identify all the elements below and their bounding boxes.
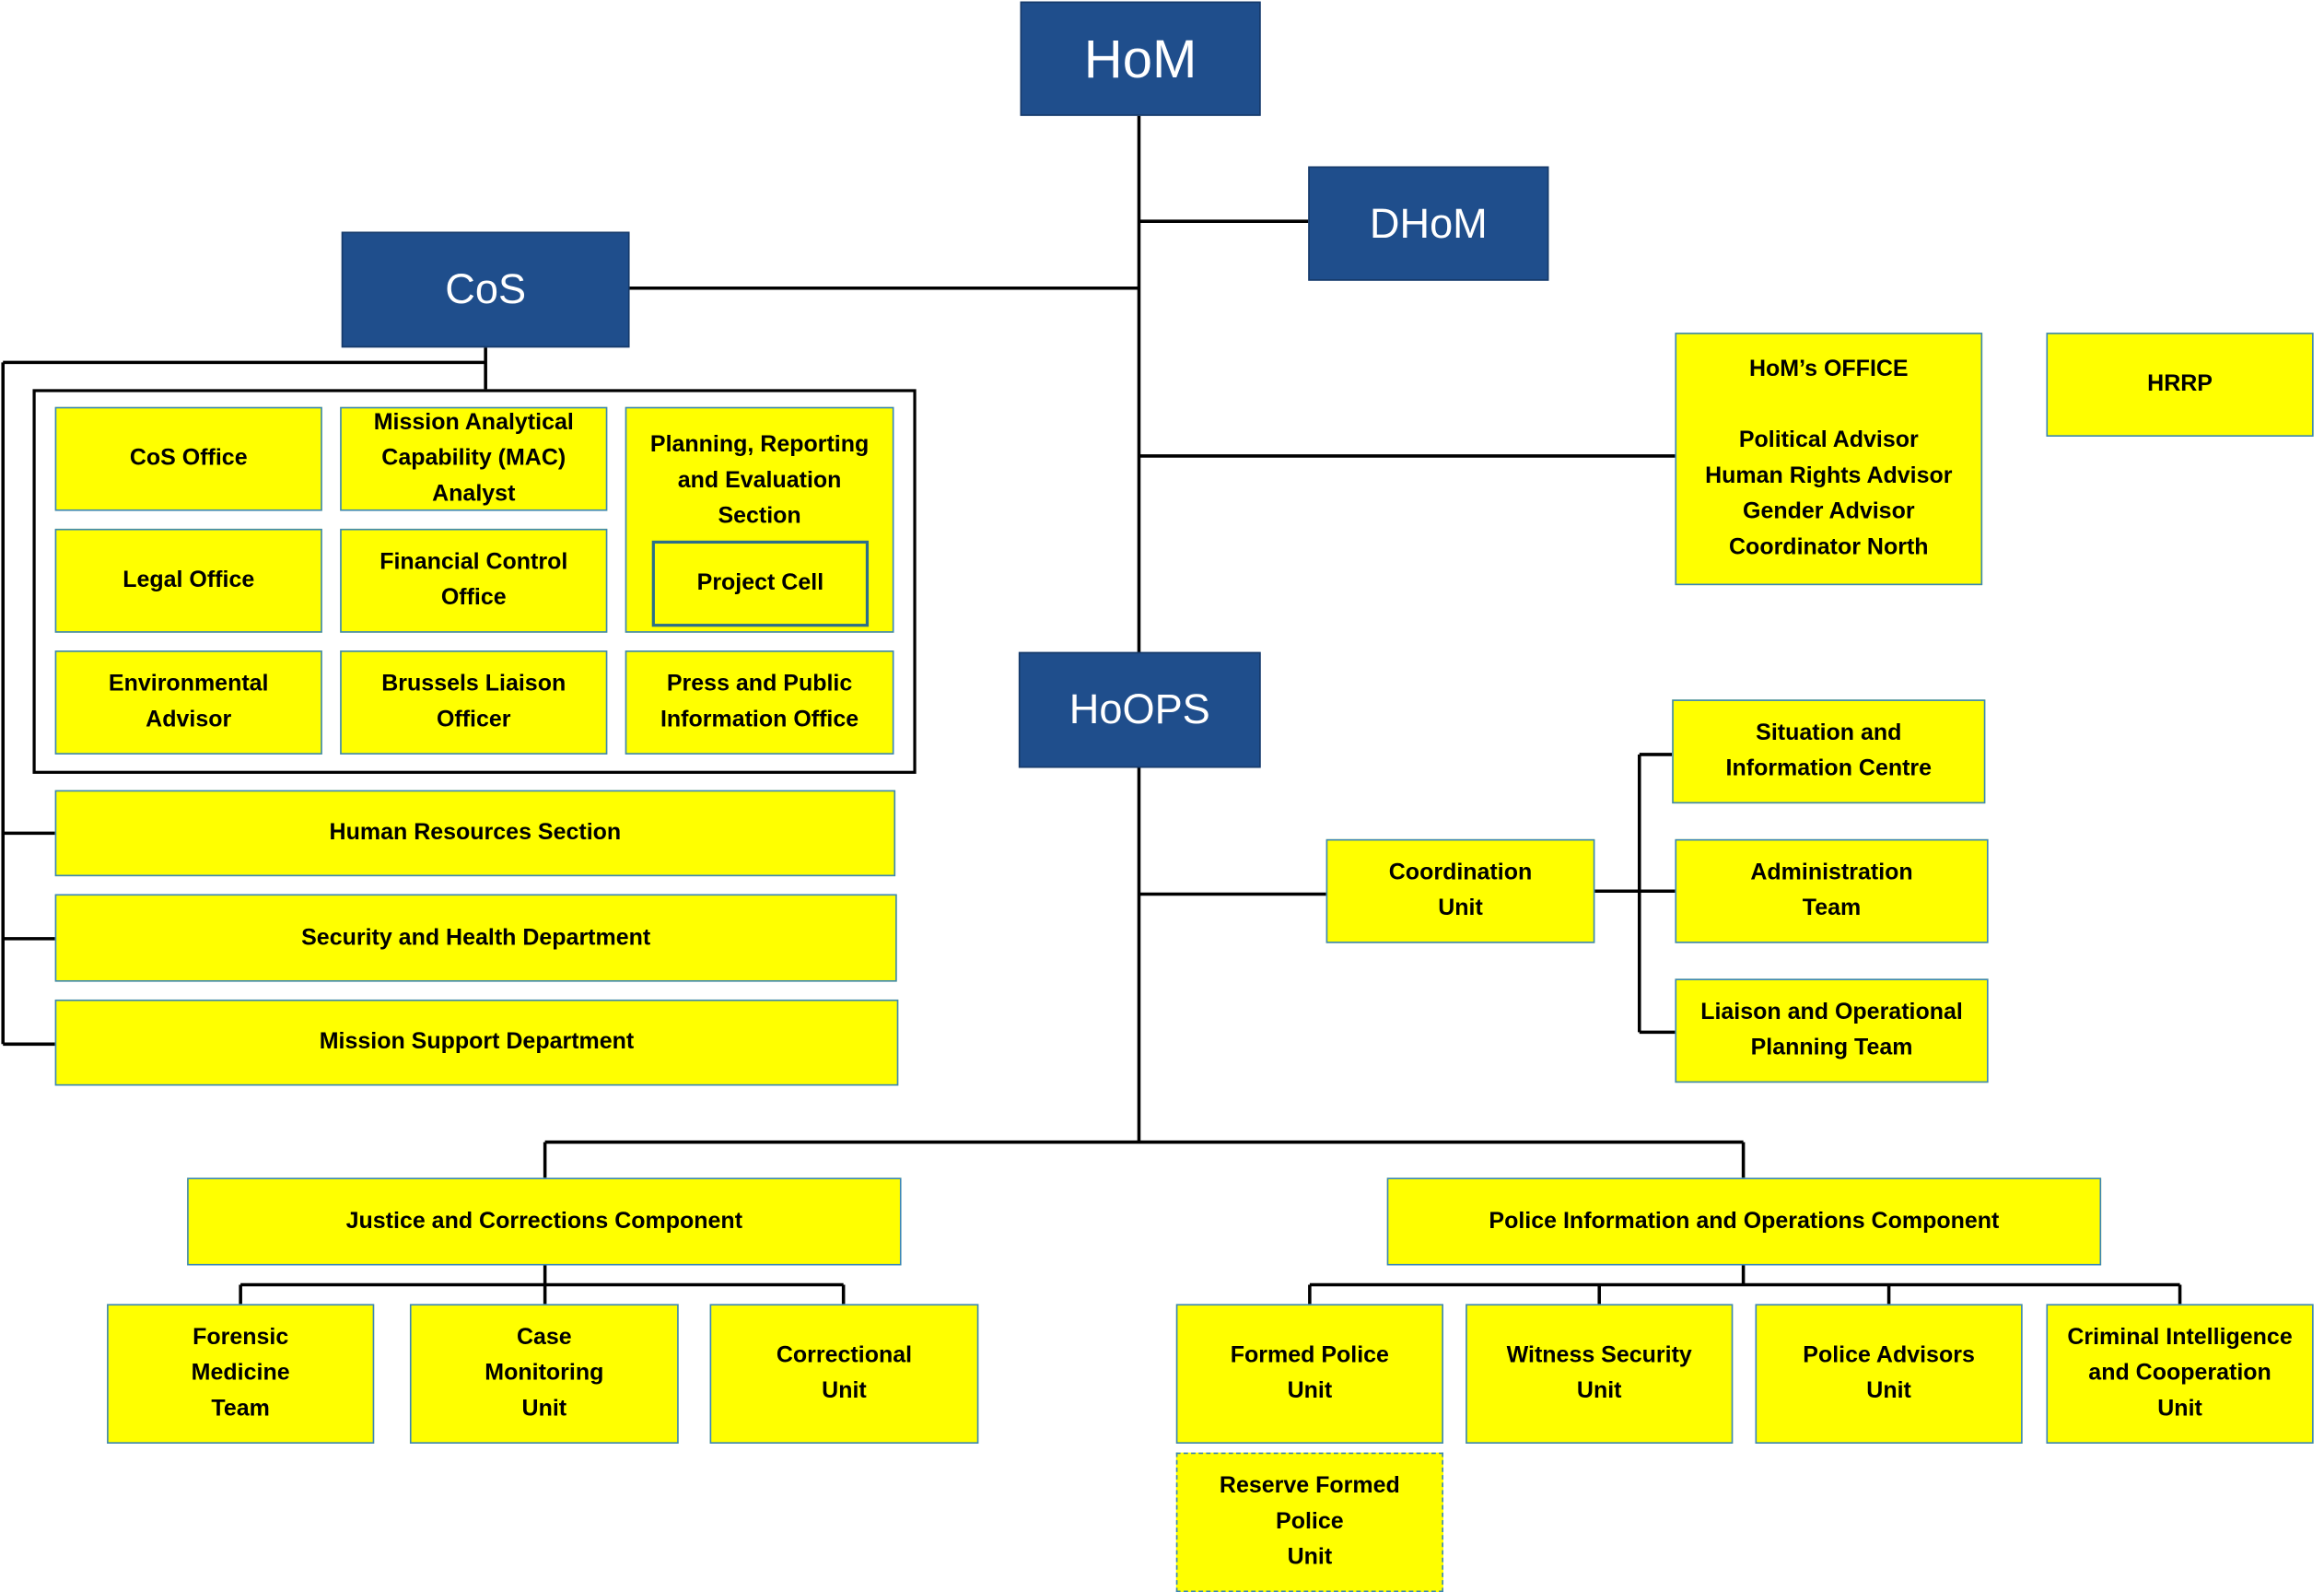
justice-component-box: Justice and Corrections Component — [187, 1177, 902, 1266]
dhom-box: DHoM — [1308, 166, 1549, 281]
connector — [239, 1265, 846, 1305]
cos-box: CoS — [341, 231, 630, 348]
security-health-box: Security and Health Department — [54, 894, 897, 982]
criminal-intelligence-box: Criminal Intelligence and Cooperation Un… — [2046, 1304, 2314, 1444]
project-cell-box: Project Cell — [651, 540, 870, 627]
hrrp-box: HRRP — [2046, 333, 2314, 437]
police-advisors-box: Police Advisors Unit — [1755, 1304, 2023, 1444]
financial-control-box: Financial Control Office — [340, 528, 608, 633]
connector — [1308, 1265, 2182, 1305]
witness-security-box: Witness Security Unit — [1466, 1304, 1734, 1444]
cos-office-box: CoS Office — [54, 406, 322, 511]
forensic-team-box: Forensic Medicine Team — [107, 1304, 375, 1444]
connector — [543, 1140, 1746, 1178]
mission-support-box: Mission Support Department — [54, 999, 899, 1086]
situation-centre-box: Situation and Information Centre — [1672, 699, 1986, 804]
connector — [1, 347, 487, 1047]
legal-office-box: Legal Office — [54, 528, 322, 633]
hom-office-box: HoM’s OFFICE Political Advisor Human Rig… — [1675, 333, 1983, 586]
formed-police-box: Formed Police Unit — [1175, 1304, 1443, 1444]
press-office-box: Press and Public Information Office — [625, 650, 894, 755]
connector — [1594, 753, 1676, 1035]
liaison-planning-box: Liaison and Operational Planning Team — [1675, 978, 1989, 1083]
brussels-liaison-box: Brussels Liaison Officer — [340, 650, 608, 755]
police-info-component-box: Police Information and Operations Compon… — [1386, 1177, 2102, 1266]
connector — [629, 115, 1676, 1144]
administration-team-box: Administration Team — [1675, 838, 1989, 943]
hoops-box: HoOPS — [1018, 651, 1261, 768]
correctional-unit-box: Correctional Unit — [709, 1304, 979, 1444]
cos-office-group — [32, 389, 917, 774]
hom-box: HoM — [1020, 1, 1261, 116]
pres-box: Planning, Reporting and Evaluation Secti… — [625, 406, 894, 633]
mac-box: Mission Analytical Capability (MAC) Anal… — [340, 406, 608, 511]
coordination-unit-box: Coordination Unit — [1325, 838, 1595, 943]
case-monitoring-box: Case Monitoring Unit — [409, 1304, 679, 1444]
hr-section-box: Human Resources Section — [54, 790, 896, 877]
environmental-advisor-box: Environmental Advisor — [54, 650, 322, 755]
reserve-formed-police-box: Reserve Formed Police Unit — [1175, 1452, 1443, 1592]
